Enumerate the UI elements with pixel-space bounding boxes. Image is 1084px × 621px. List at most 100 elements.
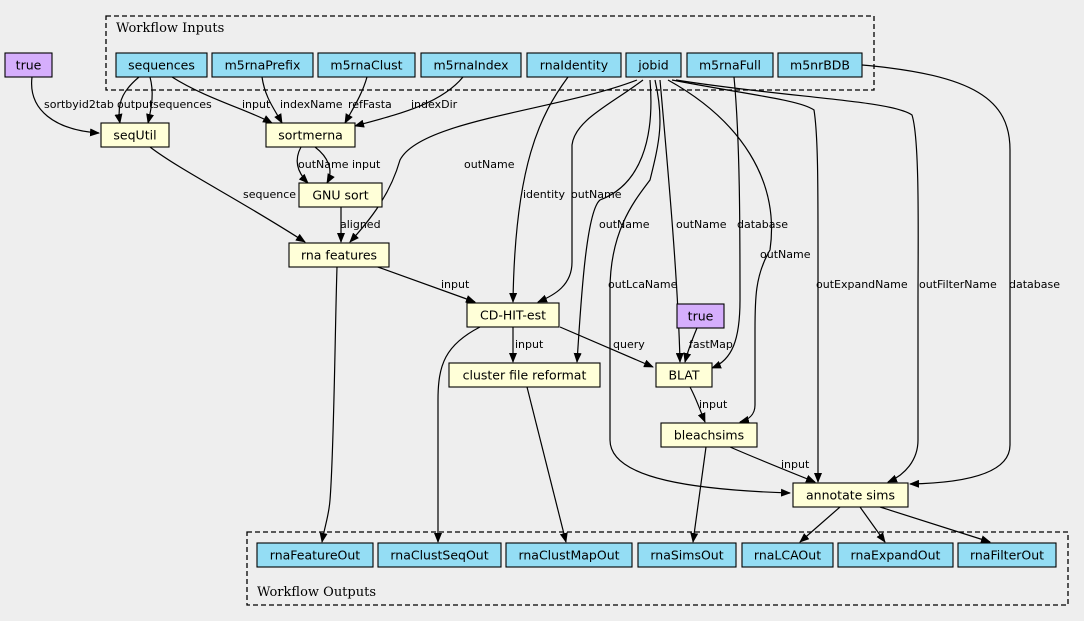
edge-label-input-sort: input [352, 158, 381, 171]
edge-jobid-reformat [573, 79, 652, 363]
node-annotate-sims-box [792, 482, 909, 508]
node-sortmerna[interactable]: sortmerna [265, 122, 356, 148]
edge-sortmerna-gnusort-input [314, 146, 335, 184]
node-m5nrBDB[interactable]: m5nrBDB [777, 52, 863, 78]
edge-m5rnaPrefix-sortmerna [261, 76, 283, 124]
node-m5rnaFull[interactable]: m5rnaFull [686, 52, 774, 78]
node-rnaSimsOut[interactable]: rnaSimsOut [637, 542, 737, 568]
node-annotate-sims[interactable]: annotate sims [792, 482, 909, 508]
edge-jobid-annotate-outFilterName [675, 79, 919, 483]
edge-m5rnaIndex-sortmerna [354, 76, 464, 128]
node-true-1-label: true [16, 58, 42, 73]
node-m5rnaClust-label: m5rnaClust [330, 58, 402, 73]
node-bleachsims-box [660, 422, 758, 448]
node-jobid-label: jobid [637, 58, 668, 73]
edge-jobid-rnafeatures [349, 79, 638, 243]
node-rnaLCAOut-box [741, 542, 834, 568]
node-rnaSimsOut-label: rnaSimsOut [650, 548, 723, 563]
node-gnu-sort-label: GNU sort [312, 188, 368, 203]
node-rnaFeatureOut-label: rnaFeatureOut [270, 548, 360, 563]
edge-label-refFasta: refFasta [348, 98, 392, 111]
edge-label-outFilterName: outFilterName [919, 278, 997, 291]
node-m5nrBDB-box [777, 52, 863, 78]
node-rnaLCAOut-label: rnaLCAOut [754, 548, 821, 563]
node-cluster-file-reformat-box [448, 362, 601, 388]
edge-label-outName-features: outName [464, 158, 515, 171]
edge-jobid-cdhit [537, 79, 644, 303]
edge-seqUtil-rnafeatures [149, 146, 306, 243]
node-true-2-label: true [688, 309, 714, 324]
node-bleachsims[interactable]: bleachsims [660, 422, 758, 448]
node-rnaFilterOut[interactable]: rnaFilterOut [957, 542, 1057, 568]
node-cluster-file-reformat[interactable]: cluster file reformat [448, 362, 601, 388]
edge-label-output: output [117, 98, 154, 111]
edge-label-database-annot: database [1009, 278, 1060, 291]
node-gnu-sort-box [298, 182, 383, 208]
node-blat[interactable]: BLAT [655, 362, 713, 388]
node-rnaSimsOut-box [637, 542, 737, 568]
node-seqUtil[interactable]: seqUtil [100, 122, 170, 148]
edge-true-seqUtil [31, 76, 100, 137]
edge-sequences-sortmerna [171, 76, 273, 124]
node-m5rnaPrefix-label: m5rnaPrefix [225, 58, 301, 73]
node-m5rnaIndex-box [420, 52, 522, 78]
node-rnaFeatureOut[interactable]: rnaFeatureOut [256, 542, 374, 568]
edge-m5rnaFull-blat [711, 76, 741, 369]
node-m5nrBDB-label: m5nrBDB [790, 58, 850, 73]
workflow-outputs-title: Workflow Outputs [257, 585, 376, 600]
edge-label-sequences: sequences [153, 98, 212, 111]
edge-label-input-bleach: input [699, 398, 728, 411]
workflow-inputs-cluster [105, 15, 875, 91]
edge-label-input-sortmerna: input [242, 98, 271, 111]
node-gnu-sort[interactable]: GNU sort [298, 182, 383, 208]
node-rna-features-label: rna features [301, 248, 377, 263]
node-rna-features[interactable]: rna features [288, 242, 390, 268]
edge-label-input-reformat: input [515, 338, 544, 351]
node-cdhit-est[interactable]: CD-HIT-est [466, 302, 560, 328]
edge-label-outName-reformat: outName [599, 218, 650, 231]
edge-jobid-bleachsims [667, 79, 773, 424]
node-rnaFeatureOut-box [256, 542, 374, 568]
edge-cdhit-blat [559, 326, 654, 368]
node-m5rnaIndex-label: m5rnaIndex [433, 58, 508, 73]
edge-cdhit-rnaClustSeqOut [434, 326, 481, 543]
edge-reformat-rnaClustMapOut [526, 386, 568, 543]
edge-label-outName-cdhit: outName [571, 188, 622, 201]
node-cdhit-est-label: CD-HIT-est [480, 308, 546, 323]
edge-label-aligned: aligned [340, 218, 381, 231]
workflow-inputs-title: Workflow Inputs [116, 21, 224, 36]
edge-label-database-blat: database [737, 218, 788, 231]
edge-jobid-blat [659, 79, 684, 363]
node-rnaExpandOut[interactable]: rnaExpandOut [837, 542, 954, 568]
node-seqUtil-box [100, 122, 170, 148]
edge-m5nrBDB-annotate [861, 64, 1011, 488]
node-true-1[interactable]: true [4, 52, 53, 78]
node-sequences-box [115, 52, 208, 78]
edge-label-outName-bleach: outName [760, 248, 811, 261]
node-blat-box [655, 362, 713, 388]
node-m5rnaClust[interactable]: m5rnaClust [317, 52, 416, 78]
node-m5rnaIndex[interactable]: m5rnaIndex [420, 52, 522, 78]
node-jobid-box [625, 52, 682, 78]
node-m5rnaPrefix[interactable]: m5rnaPrefix [211, 52, 314, 78]
node-sequences-label: sequences [128, 58, 195, 73]
node-rnaIdentity-box [526, 52, 622, 78]
node-rnaClustMapOut-box [505, 542, 633, 568]
edge-label-identity: identity [523, 188, 565, 201]
node-rnaExpandOut-box [837, 542, 954, 568]
node-rnaIdentity[interactable]: rnaIdentity [526, 52, 622, 78]
edge-annotate-rnaLCAOut [799, 506, 841, 543]
node-true-2[interactable]: true [676, 303, 725, 329]
node-m5rnaPrefix-box [211, 52, 314, 78]
node-rnaClustMapOut[interactable]: rnaClustMapOut [505, 542, 633, 568]
node-rnaLCAOut[interactable]: rnaLCAOut [741, 542, 834, 568]
edge-label-indexDir: indexDir [411, 98, 458, 111]
node-rnaClustSeqOut[interactable]: rnaClustSeqOut [377, 542, 502, 568]
node-sortmerna-label: sortmerna [278, 128, 343, 143]
edge-jobid-annotate-outExpandName [671, 79, 822, 483]
node-jobid[interactable]: jobid [625, 52, 682, 78]
node-sequences[interactable]: sequences [115, 52, 208, 78]
edge-sequences-seqUtil-sequences [146, 76, 154, 124]
edge-m5rnaClust-sortmerna [344, 76, 368, 124]
